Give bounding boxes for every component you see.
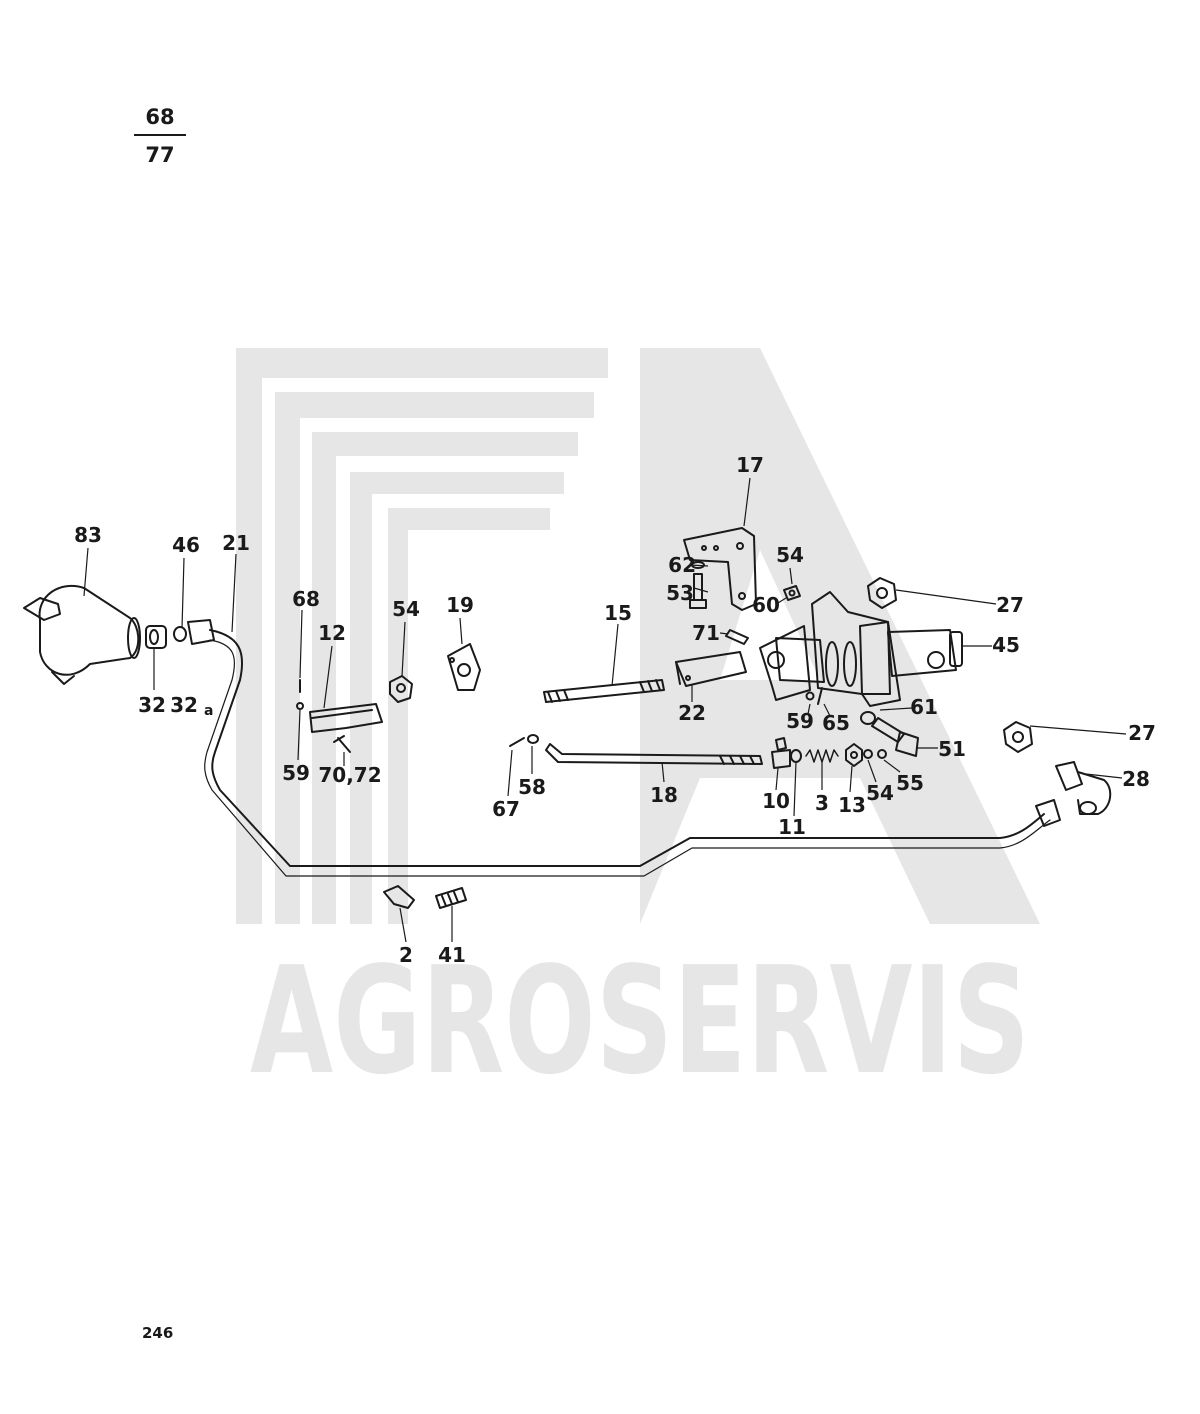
callout-60: 60 xyxy=(752,593,780,617)
pipe-bracket xyxy=(309,703,383,733)
callout-32a: 32 xyxy=(170,693,198,717)
spring-washer xyxy=(877,749,887,759)
callout-41: 41 xyxy=(438,943,466,967)
page-number: 246 xyxy=(142,1324,174,1342)
callout-3: 3 xyxy=(815,791,829,815)
callout-18: 18 xyxy=(650,783,678,807)
callout-46: 46 xyxy=(172,533,200,557)
pull-rod xyxy=(545,743,763,765)
pipe-adapter xyxy=(145,619,215,649)
callout-70-72: 70,72 xyxy=(318,763,381,787)
threaded-rod xyxy=(543,679,665,703)
callout-28: 28 xyxy=(1122,767,1150,791)
valve-bolt xyxy=(871,717,919,757)
valve-mount-bracket xyxy=(683,527,757,611)
callout-55: 55 xyxy=(896,771,924,795)
callout-21: 21 xyxy=(222,531,250,555)
callout-62: 62 xyxy=(668,553,696,577)
callout-54-upper: 54 xyxy=(776,543,804,567)
mounting-flange xyxy=(447,643,481,691)
small-washer-59b xyxy=(805,691,815,701)
callout-32a-suffix: a xyxy=(204,703,213,719)
bracket-bolt-53 xyxy=(689,573,707,609)
lock-nut xyxy=(863,749,873,759)
callout-65: 65 xyxy=(822,711,850,735)
section-numerator: 68 xyxy=(145,105,175,129)
callout-51: 51 xyxy=(938,737,966,761)
brake-pipe-inner xyxy=(204,639,1051,877)
brake-pipe xyxy=(209,629,1045,867)
coupling-head xyxy=(23,585,141,685)
section-fraction: 68 77 xyxy=(132,104,188,168)
callout-22: 22 xyxy=(678,701,706,725)
callout-32: 32 xyxy=(138,693,166,717)
watermark-text: AGROSERVIS xyxy=(250,935,1030,1107)
pin-washer xyxy=(527,734,539,744)
callout-83: 83 xyxy=(74,523,102,547)
callout-68: 68 xyxy=(292,587,320,611)
callout-59-left: 59 xyxy=(282,761,310,785)
callout-15: 15 xyxy=(604,601,632,625)
callout-58: 58 xyxy=(518,775,546,799)
section-denominator: 77 xyxy=(145,143,175,167)
watermark-logo: AGROSERVIS xyxy=(236,348,1040,1107)
callout-19: 19 xyxy=(446,593,474,617)
callout-13: 13 xyxy=(838,793,866,817)
callout-12: 12 xyxy=(318,621,346,645)
callout-61: 61 xyxy=(910,695,938,719)
pipe-clip xyxy=(383,885,415,909)
clevis-link xyxy=(675,651,747,687)
bracket-bolt xyxy=(333,735,351,753)
lever-nut xyxy=(783,585,801,601)
callout-54-lower: 54 xyxy=(866,781,894,805)
callout-27-upper: 27 xyxy=(996,593,1024,617)
brake-valve-body xyxy=(759,591,963,707)
callout-71: 71 xyxy=(692,621,720,645)
rod-trunnion xyxy=(771,737,791,769)
callout-11: 11 xyxy=(778,815,806,839)
adjusting-nut xyxy=(845,743,863,767)
fraction-bar xyxy=(134,134,186,136)
callout-67: 67 xyxy=(492,797,520,821)
callout-10: 10 xyxy=(762,789,790,813)
callout-59-right: 59 xyxy=(786,709,814,733)
callout-53: 53 xyxy=(666,581,694,605)
fitting-nut-lower xyxy=(1003,721,1033,753)
callout-17: 17 xyxy=(736,453,764,477)
retaining-pin-65 xyxy=(817,687,823,705)
small-washer xyxy=(296,702,304,710)
callout-27-lower: 27 xyxy=(1128,721,1156,745)
leader-lines xyxy=(83,477,1127,943)
callout-2: 2 xyxy=(399,943,413,967)
callout-labels: 83 46 21 32 32 a 68 12 59 70,72 54 19 15… xyxy=(74,453,1156,967)
split-pin xyxy=(509,737,525,747)
bolt-washer xyxy=(860,711,876,725)
fitting-nut-upper xyxy=(867,577,897,609)
pipe-sleeve xyxy=(435,887,467,909)
elbow-fitting xyxy=(1035,761,1112,827)
callout-45: 45 xyxy=(992,633,1020,657)
callout-54-left: 54 xyxy=(392,597,420,621)
